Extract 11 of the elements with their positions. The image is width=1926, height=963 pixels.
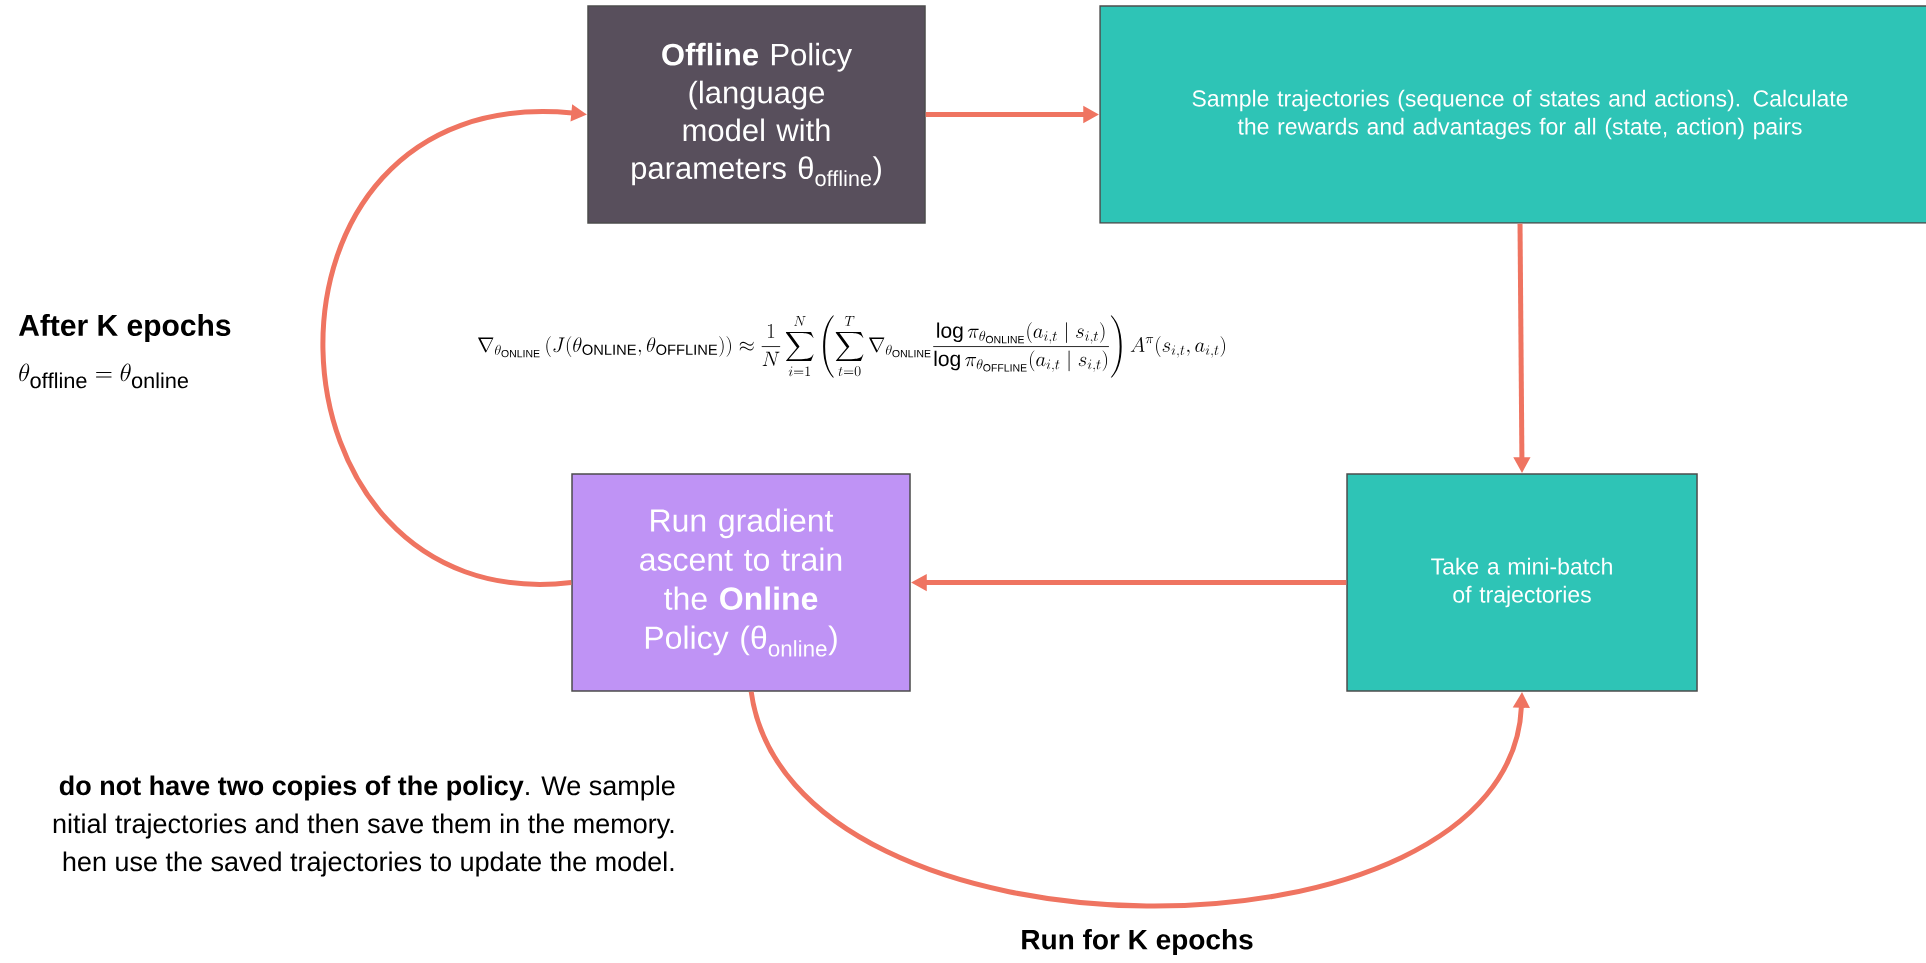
- process-box: Run gradient ascent to train the Online Policy (θ$_{online}$): [571, 473, 911, 692]
- note-text: nitial trajectories and then save them in the memory.: [53, 813, 674, 839]
- formula: $\nabla_{\theta_{\mathrm{ONLINE}}}\left(J(\theta_{\mathrm{ONLINE}},\theta_{\mathrm{OFFLINE}})\right) \approx \frac{1}{N}\sum_{i=1}^{N}\left(\sum_{t=0}^{T}\nabla_{\theta_{\mathrm{ONLINE}}}\frac{\log \pi_{\theta_{\mathrm{ONLINE}}}(a_{i,t}\mid s_{i,t})}{\log \pi_{\theta_{\mathrm{OFFLINE}}}(a_{i,t}\mid s_{i,t})}\right)A^{\pi}(s_{i,t},a_{i,t})$: [478, 315, 1225, 378]
- note-text: do not have two copies of the policy. We sample: [59, 775, 675, 801]
- note-text: hen use the saved trajectories to update the model.: [63, 851, 674, 877]
- caption-label: Run for K epochs: [1022, 928, 1253, 956]
- process-box: Offline Policy (language model with parameters θ$_{offline}$): [587, 5, 926, 224]
- formula: $\theta_{\mathrm{offline}} = \theta_{\mathrm{online}}$: [19, 363, 188, 389]
- process-box: Sample trajectories (sequence of states and actions). Calculate the rewards and advantages for all (state, action) pairs: [1099, 5, 1926, 224]
- heading-label: After K epochs: [18, 314, 231, 342]
- process-box: Take a mini-batch of trajectories: [1346, 473, 1698, 692]
